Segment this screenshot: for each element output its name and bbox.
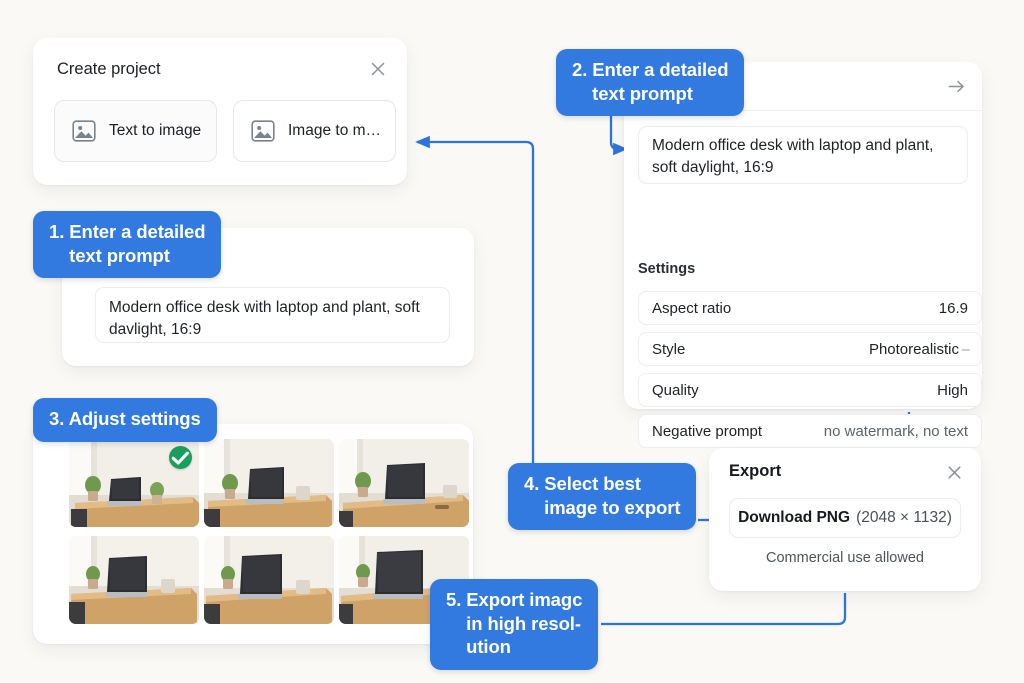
setting-value: no watermark, no text — [823, 422, 968, 440]
download-button-label: Download PNG — [738, 509, 851, 526]
setting-row-aspect-ratio[interactable]: Aspect ratio 16.9 — [638, 291, 982, 325]
wire-callout5-to-export — [601, 593, 847, 626]
image-placeholder-icon — [72, 120, 96, 142]
prompt-input-right[interactable]: Modern office desk with laptop and plant… — [638, 126, 968, 184]
close-icon[interactable] — [946, 464, 963, 481]
export-title: Export — [729, 462, 782, 480]
setting-key: Style — [652, 340, 686, 358]
setting-value: 16.9 — [938, 299, 968, 317]
create-project-card: Create project Text to image — [33, 38, 407, 185]
mode-button-label: Image to m… — [288, 122, 382, 139]
thumbnail-1[interactable] — [69, 439, 199, 527]
create-project-title: Create project — [57, 60, 161, 78]
thumbnail-4[interactable] — [69, 536, 199, 624]
settings-panel-header — [624, 62, 982, 111]
download-dimensions: (2048 × 1132) — [856, 509, 952, 526]
setting-value: Photorealistic — [868, 340, 959, 358]
callout-step-3: 3. Adjust settings — [33, 398, 217, 442]
mode-button-image-to-more[interactable]: Image to m… — [233, 100, 396, 162]
setting-row-negative-prompt[interactable]: Negative prompt no watermark, no text — [638, 414, 982, 448]
thumbnail-grid — [69, 439, 469, 624]
setting-key: Quality — [652, 381, 699, 399]
image-placeholder-icon — [251, 120, 275, 142]
callout-step-1: 1. Enter a detailed text prompt — [33, 211, 222, 279]
mode-button-label: Text to image — [109, 122, 202, 139]
close-icon[interactable] — [369, 60, 387, 78]
commercial-use-note: Commercial use allowed — [766, 550, 924, 566]
setting-row-quality[interactable]: Quality High — [638, 373, 982, 407]
download-png-button[interactable]: Download PNG (2048 × 1132) — [729, 498, 961, 538]
results-grid-card — [33, 424, 473, 644]
settings-section-label: Settings — [638, 261, 696, 277]
mode-button-text-to-image[interactable]: Text to image — [54, 100, 217, 162]
setting-row-style[interactable]: Style Photorealistic – — [638, 332, 982, 366]
settings-panel: Modern office desk with laptop and plant… — [624, 62, 982, 448]
setting-key: Negative prompt — [652, 422, 763, 440]
setting-key: Aspect ratio — [652, 299, 732, 317]
setting-value: High — [937, 381, 968, 399]
chevron-down-icon[interactable]: – — [961, 340, 970, 358]
settings-rows: Aspect ratio 16.9 Style Photorealistic –… — [638, 291, 982, 455]
callout-step-5: 5. Export imagc in high resol- ution — [430, 579, 599, 671]
thumbnail-3[interactable] — [339, 439, 469, 527]
prompt-input-left[interactable]: Modern office desk with laptop and plant… — [95, 287, 450, 343]
callout-step-4: 4. Select best image to export — [508, 463, 697, 531]
arrow-right-icon[interactable] — [947, 77, 966, 96]
check-icon — [169, 446, 192, 469]
callout-step-2: 2. Enter a detailed text prompt — [556, 49, 745, 117]
thumbnail-2[interactable] — [204, 439, 334, 527]
thumbnail-5[interactable] — [204, 536, 334, 624]
export-panel: Export Download PNG (2048 × 1132) Commer… — [709, 448, 981, 591]
